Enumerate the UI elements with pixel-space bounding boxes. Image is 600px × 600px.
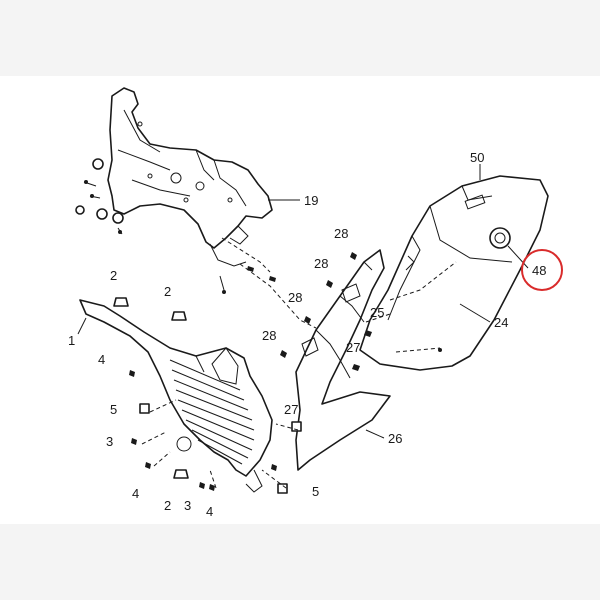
label-2a: 2 [110, 268, 117, 283]
label-5a: 5 [110, 402, 117, 417]
leader-1 [77, 317, 87, 335]
label-50: 50 [470, 150, 484, 165]
label-25: 25 [370, 305, 384, 320]
clip-27a [352, 364, 360, 371]
label-26: 26 [388, 431, 402, 446]
nut-5b [277, 483, 288, 494]
label-2b: 2 [164, 284, 171, 299]
clip-25 [364, 330, 372, 337]
clip-2b [171, 311, 187, 321]
label-24: 24 [494, 315, 508, 330]
clip-2a [113, 297, 129, 307]
label-3a: 3 [106, 434, 113, 449]
clip-27b [291, 421, 302, 432]
label-3b: 3 [184, 498, 191, 513]
label-48: 48 [532, 263, 546, 278]
nut-5a [139, 403, 150, 414]
guide-lines-top [221, 237, 317, 329]
label-4a: 4 [98, 352, 105, 367]
screw-28b [326, 280, 333, 288]
label-28b: 28 [314, 256, 328, 271]
guide-lines-right [389, 261, 457, 353]
side-cover-24 [359, 175, 549, 371]
guide-lines-left [141, 399, 299, 489]
label-27b: 27 [284, 402, 298, 417]
screw-3a [131, 438, 137, 445]
leader-48 [507, 245, 529, 269]
screw-28a [350, 252, 357, 260]
clip-2c [173, 469, 189, 479]
highlight-circle-48 [521, 249, 563, 291]
label-28a: 28 [334, 226, 348, 241]
label-19: 19 [304, 193, 318, 208]
leader-24 [459, 303, 491, 323]
upper-bracket [75, 87, 273, 267]
label-2c: 2 [164, 498, 171, 513]
screw-4a [129, 370, 135, 377]
label-1: 1 [68, 333, 75, 348]
small-clip [247, 266, 276, 282]
screw-4b [145, 462, 151, 469]
screw-28c [304, 316, 311, 324]
grille-panel-1 [79, 299, 273, 493]
label-28c: 28 [288, 290, 302, 305]
label-4c: 4 [206, 504, 213, 519]
label-4b: 4 [132, 486, 139, 501]
label-5b: 5 [312, 484, 319, 499]
screw-3b [199, 482, 205, 489]
label-27a: 27 [346, 340, 360, 355]
inner-panel-26 [295, 249, 391, 471]
screw-28d [280, 350, 287, 358]
label-28d: 28 [262, 328, 276, 343]
leader-26 [365, 429, 385, 439]
screw-4c [209, 484, 215, 491]
